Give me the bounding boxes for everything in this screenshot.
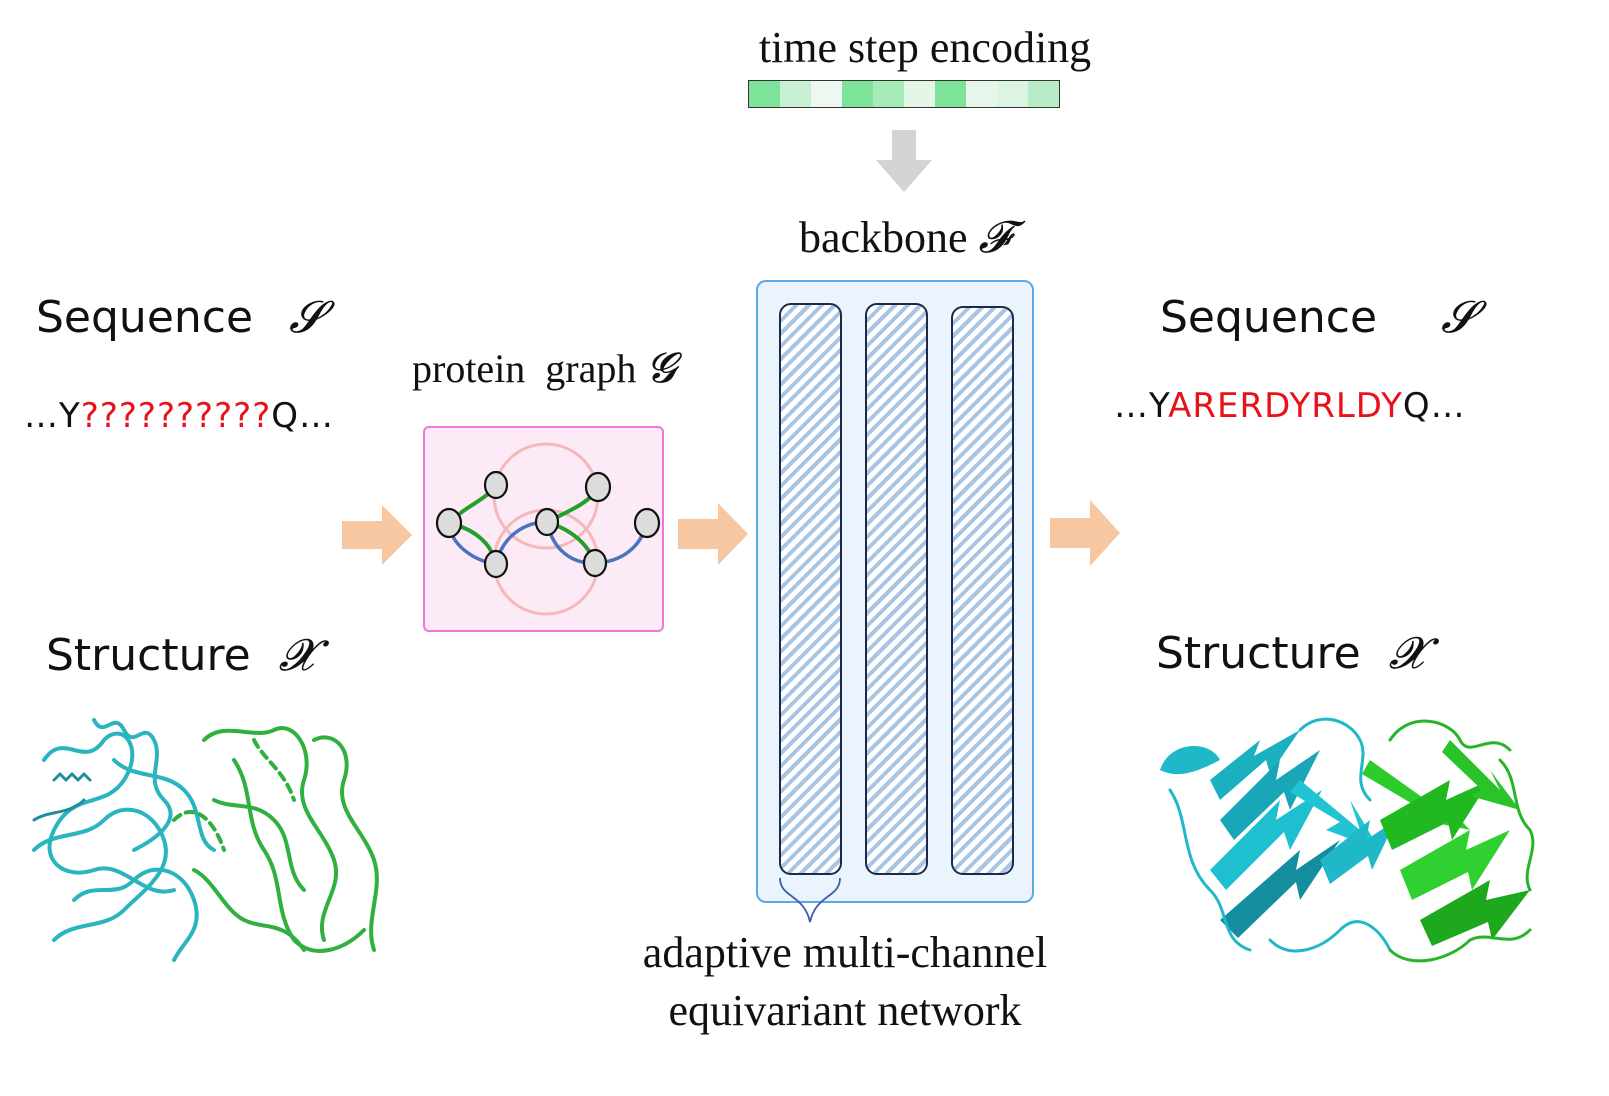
graph-node (633, 507, 661, 539)
input-seq-prefix: …Y (24, 396, 81, 436)
time-step-cell (1028, 81, 1059, 107)
channel-caption-line-2: equivariant network (668, 986, 1022, 1035)
output-structure-symbol: 𝓧 (1388, 628, 1425, 679)
backbone-symbol: 𝓕 (978, 212, 1012, 263)
down-arrow-icon (876, 130, 932, 192)
output-sequence: …YARERDYRLDYQ… (1114, 386, 1466, 426)
graph-node (584, 471, 612, 503)
time-step-cell (749, 81, 780, 107)
graph-label: protein graph (412, 346, 637, 391)
protein-graph (435, 442, 661, 616)
input-structure-title: Structure 𝓧 (46, 630, 314, 681)
output-sequence-title: Sequence 𝓢 (1160, 292, 1475, 343)
backbone-channel-3 (951, 306, 1014, 875)
time-step-cell (935, 81, 966, 107)
input-seq-suffix: Q… (271, 396, 335, 436)
output-sequence-label: Sequence (1160, 292, 1378, 343)
input-structure-label: Structure (46, 630, 251, 681)
input-sequence-title: Sequence 𝓢 (36, 292, 323, 343)
graph-symbol: 𝓖 (646, 343, 676, 392)
output-sequence-symbol: 𝓢 (1441, 292, 1476, 343)
backbone-channel-1 (779, 303, 842, 875)
backbone-label: backbone (798, 213, 968, 262)
input-sequence: …Y??????????Q… (24, 396, 334, 436)
input-sequence-label: Sequence (36, 292, 254, 343)
right-arrow-icon (1050, 500, 1120, 566)
graph-node (582, 548, 608, 578)
graph-node (435, 507, 463, 539)
input-structure-image (32, 718, 379, 962)
time-step-cell (811, 81, 842, 107)
output-seq-suffix: Q… (1402, 386, 1466, 426)
output-structure-label: Structure (1156, 628, 1361, 679)
channel-caption-line-1: adaptive multi-channel (642, 928, 1048, 977)
graph-title: protein graph 𝓖 (412, 343, 712, 393)
output-seq-generated: ARERDYRLDY (1168, 386, 1403, 426)
output-seq-prefix: …Y (1114, 386, 1169, 426)
input-seq-masked: ?????????? (80, 396, 272, 436)
graph-node (483, 549, 509, 579)
time-step-label: time step encoding (758, 23, 1092, 72)
time-step-cell (780, 81, 811, 107)
brace-icon (779, 877, 841, 923)
time-step-cell (966, 81, 997, 107)
backbone-title: backbone 𝓕 (740, 212, 1070, 263)
time-step-cell (904, 81, 935, 107)
output-structure-image (1160, 717, 1535, 963)
right-arrow-icon (342, 505, 412, 565)
graph-node (534, 507, 560, 537)
input-structure-symbol: 𝓧 (278, 630, 315, 681)
input-sequence-symbol: 𝓢 (289, 292, 324, 343)
time-step-encoding-bar (748, 80, 1060, 108)
backbone-channel-2 (865, 303, 928, 875)
graph-node (483, 470, 509, 500)
time-step-cell (842, 81, 873, 107)
right-arrow-icon (678, 503, 748, 565)
time-step-cell (997, 81, 1028, 107)
output-structure-title: Structure 𝓧 (1156, 628, 1424, 679)
time-step-cell (873, 81, 904, 107)
channel-caption: adaptive multi-channel equivariant netwo… (560, 924, 1130, 1040)
